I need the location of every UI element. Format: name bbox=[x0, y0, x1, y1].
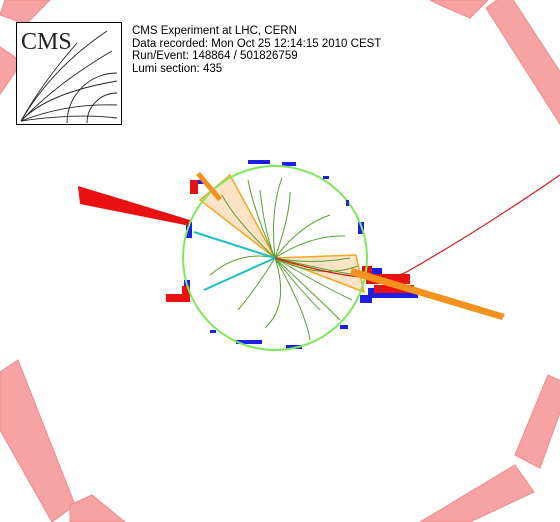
muon-chamber bbox=[419, 464, 535, 522]
cms-logo: CMS bbox=[16, 22, 122, 125]
muon-chamber bbox=[0, 0, 51, 25]
muon-track bbox=[274, 174, 560, 279]
muon-chamber bbox=[514, 374, 560, 469]
info-date: Data recorded: Mon Oct 25 12:14:15 2010 … bbox=[132, 37, 382, 50]
info-lumi: Lumi section: 435 bbox=[132, 62, 223, 75]
event-info: CMS Experiment at LHC, CERN Data recorde… bbox=[132, 25, 381, 75]
logo-text: CMS bbox=[21, 29, 72, 55]
tracks bbox=[209, 177, 359, 341]
ring-markers bbox=[210, 176, 349, 333]
muon-chamber bbox=[0, 359, 76, 522]
electron-lines bbox=[193, 231, 276, 291]
info-experiment: CMS Experiment at LHC, CERN bbox=[132, 25, 297, 37]
muon-chamber bbox=[485, 0, 560, 126]
info-run-event: Run/Event: 148864 / 501826759 bbox=[132, 50, 298, 63]
muon-chamber bbox=[429, 0, 489, 19]
jet-bars bbox=[196, 172, 505, 320]
ecal-large-deposit bbox=[78, 186, 190, 226]
muon-chamber bbox=[69, 494, 126, 522]
logo-tracks-graphic bbox=[20, 30, 118, 124]
tracker-boundary bbox=[182, 165, 368, 351]
